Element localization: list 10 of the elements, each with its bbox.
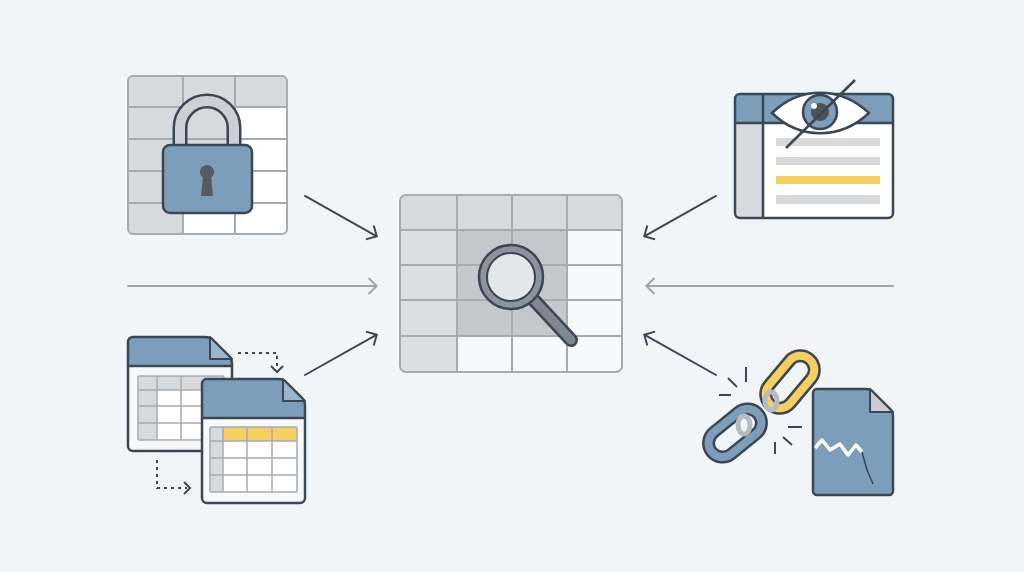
arrow — [645, 277, 894, 295]
arrow — [127, 277, 378, 295]
copied-spreadsheets — [126, 335, 307, 505]
arrow — [643, 195, 717, 241]
arrow — [304, 330, 378, 376]
broken-link-document — [702, 349, 895, 497]
arrow — [304, 195, 378, 241]
spreadsheet-magnifier — [399, 194, 623, 373]
locked-spreadsheet — [127, 75, 288, 235]
arrow — [643, 330, 717, 376]
